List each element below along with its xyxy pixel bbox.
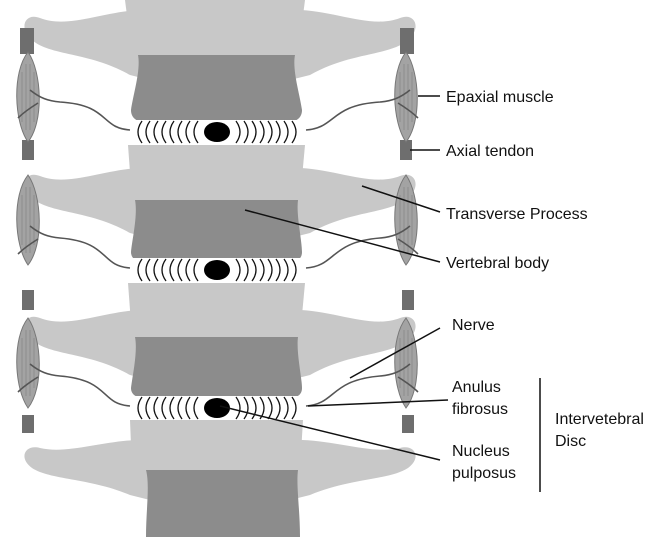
disc-label-line2: Disc [555, 433, 586, 450]
anulus-label-line1: Anulus [452, 379, 501, 396]
epaxial-muscle-label: Epaxial muscle [446, 89, 554, 106]
disc-label-line1: Intervetebral [555, 411, 644, 428]
vertebra-4 [24, 420, 415, 537]
nucleus-label-line2: pulposus [452, 465, 516, 482]
disc-2 [128, 258, 306, 282]
transverse-process-label: Transverse Process [446, 206, 588, 223]
nucleus-label-line1: Nucleus [452, 443, 510, 460]
vertebra-1 [24, 0, 415, 122]
vertebral-body-label: Vertebral body [446, 255, 549, 272]
disc-1 [128, 120, 306, 144]
labels: Epaxial muscle Axial tendon Transverse P… [446, 89, 644, 482]
disc-3 [128, 396, 306, 420]
axial-tendon-label: Axial tendon [446, 143, 534, 160]
anulus-label-line2: fibrosus [452, 401, 508, 418]
nerve-label: Nerve [452, 317, 495, 334]
vertebral-column [24, 0, 415, 537]
vertebra-2 [24, 145, 415, 262]
